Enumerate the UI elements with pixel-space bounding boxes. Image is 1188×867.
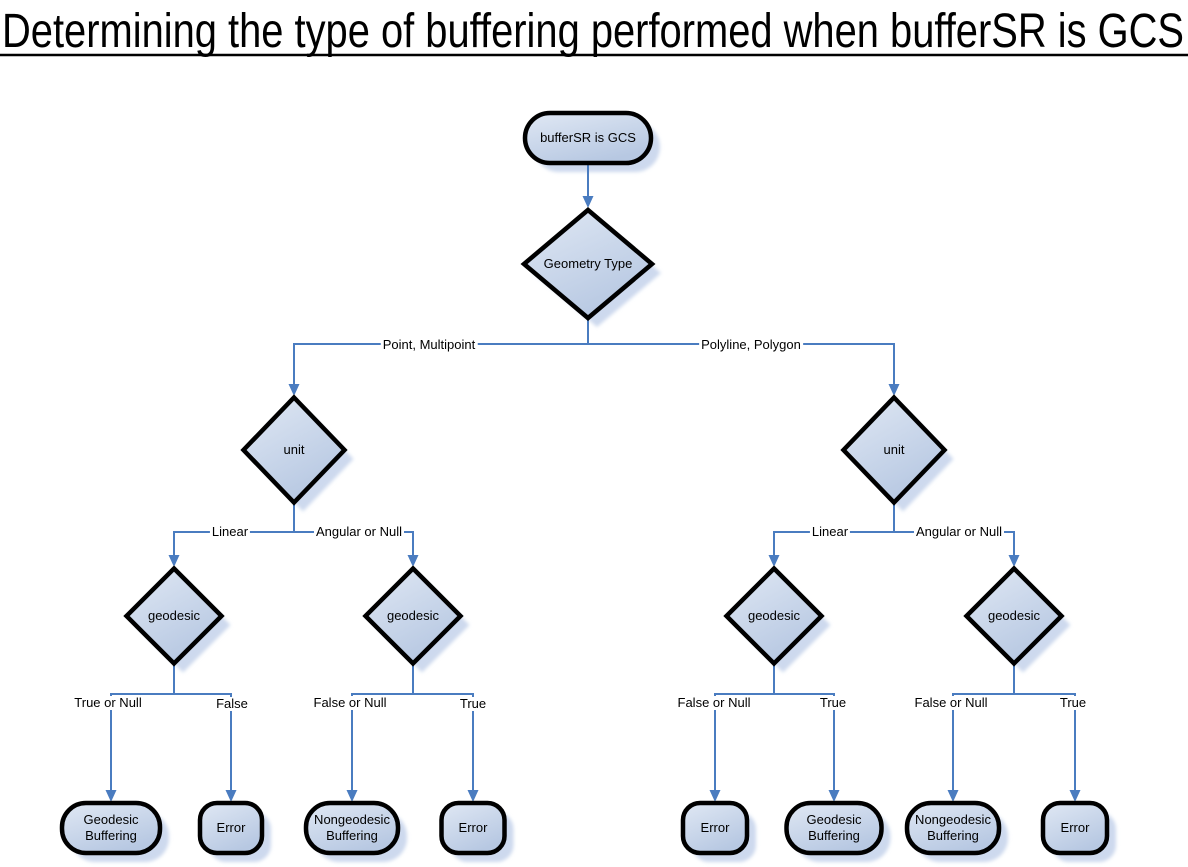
page-title: Determining the type of buffering perfor…	[0, 5, 1188, 58]
page-title-text: Determining the type of buffering perfor…	[2, 5, 1184, 58]
